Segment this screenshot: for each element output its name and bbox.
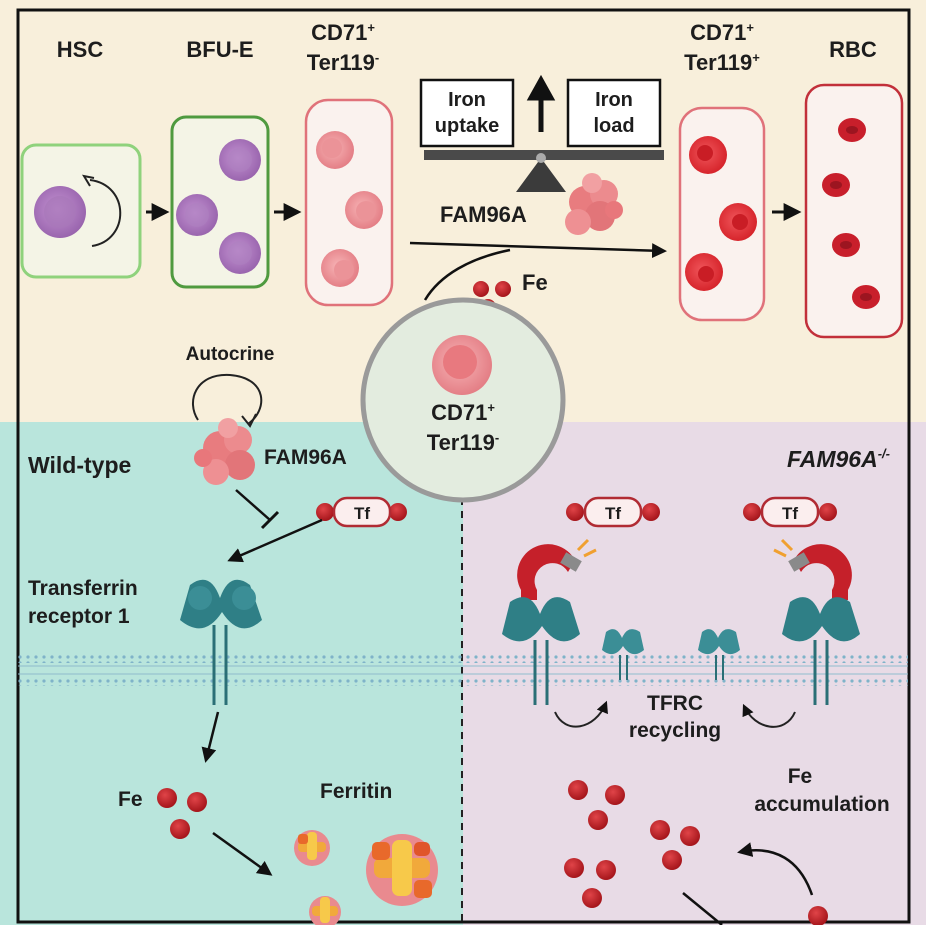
iron-atoms-ko	[564, 780, 828, 926]
iron-balance: Iron uptake Iron load	[419, 74, 664, 192]
balance-fulcrum	[516, 158, 566, 192]
fam96a-label-top: FAM96A	[440, 202, 527, 227]
internalization-arrow	[201, 711, 220, 763]
center-cell-label-line2: Ter119-	[427, 430, 499, 455]
cd71-neg-box	[304, 98, 394, 307]
tf-label-wt: Tf	[354, 504, 370, 523]
transferrin-ko-right	[743, 496, 837, 528]
tf-binding-arrow	[227, 518, 323, 563]
ferritin-label: Ferritin	[320, 780, 392, 803]
receptor-label-line1: Transferrin	[28, 577, 138, 600]
arrow-to-cd71pos	[409, 241, 667, 259]
fe-label-wt: Fe	[118, 788, 143, 811]
fam96a-label-wt: FAM96A	[264, 446, 347, 469]
rbc-box	[804, 83, 904, 339]
hsc-box	[20, 143, 142, 279]
autocrine-label: Autocrine	[186, 344, 275, 365]
fe-accum-label-line1: Fe	[788, 765, 813, 788]
autocrine-loop-arrow	[192, 373, 263, 425]
transferrin-wt	[316, 496, 407, 528]
ferritin-cluster-small	[294, 830, 330, 866]
tfrc-receptor-ko-small-2	[698, 629, 740, 680]
fe-label-top: Fe	[522, 270, 548, 295]
cell-membrane-upper	[18, 654, 908, 663]
inhibition-bar	[260, 510, 280, 530]
storage-arrow	[212, 831, 273, 876]
rbc-label: RBC	[829, 37, 877, 62]
recycling-label-line2: recycling	[629, 719, 721, 742]
tf-label-ko-left: Tf	[605, 504, 621, 523]
center-cell-label-line1: CD71+	[431, 400, 495, 425]
iron-load-line2: load	[593, 115, 634, 137]
knockout-title: FAM96A-/-	[787, 446, 890, 472]
tfrc-receptor-ko-right	[782, 597, 860, 705]
tfrc-receptor-wt	[180, 579, 262, 705]
iron-uptake-line2: uptake	[435, 115, 499, 137]
outer-frame	[16, 8, 911, 924]
ferritin-cluster-large	[366, 834, 438, 906]
fam96a-protein-top	[565, 173, 623, 235]
iron-atoms-wt	[157, 788, 207, 839]
accumulation-arrow	[737, 842, 814, 896]
fe-accum-label-line2: accumulation	[754, 793, 889, 816]
hsc-label: HSC	[57, 37, 104, 62]
receptor-label-line2: receptor 1	[28, 605, 130, 628]
inhibition-line	[235, 489, 271, 521]
iron-load-box	[566, 78, 662, 148]
cd71-pos-label-line2: Ter119+	[684, 50, 760, 75]
recycling-label-line1: TFRC	[647, 692, 703, 715]
transferrin-ko-left	[566, 496, 660, 528]
cd71-pos-label-line1: CD71+	[690, 20, 754, 45]
bfue-box	[170, 115, 270, 289]
fam96a-protein-wt	[194, 418, 255, 485]
magnet-icon-right	[773, 538, 852, 600]
up-arrow	[526, 74, 556, 132]
self-renewal-arrow	[89, 179, 122, 247]
cd71-neg-label-line1: CD71+	[311, 20, 375, 45]
cell-membrane-lower	[18, 677, 908, 686]
ferritin-cluster-bottom	[309, 896, 341, 928]
tf-label-ko-right: Tf	[782, 504, 798, 523]
wild-type-title: Wild-type	[28, 452, 131, 478]
tfrc-receptor-ko-small-1	[602, 629, 644, 680]
iron-uptake-line1: Iron	[448, 89, 486, 111]
recycling-arrow-right	[742, 703, 796, 728]
bfue-label: BFU-E	[186, 37, 253, 62]
magnet-icon-left	[517, 538, 597, 600]
cd71-pos-box	[678, 106, 766, 322]
iron-load-line1: Iron	[595, 89, 633, 111]
tfrc-receptor-ko-left	[502, 597, 580, 705]
center-cell	[360, 297, 566, 503]
iron-uptake-box	[419, 78, 515, 148]
accumulation-line	[682, 892, 723, 926]
cd71-neg-label-line2: Ter119-	[307, 50, 379, 75]
iron-entry-curve	[423, 248, 511, 301]
recycling-arrow-left	[554, 700, 608, 728]
